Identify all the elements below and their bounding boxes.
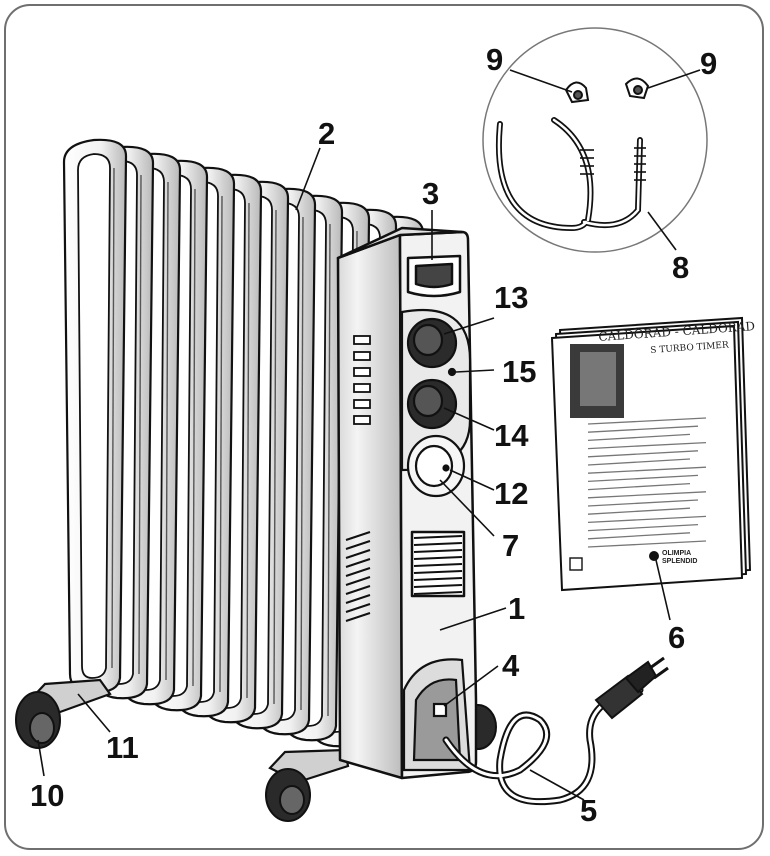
callout-9-right: 9 [700, 46, 718, 81]
vent-slat [345, 603, 371, 613]
callout-3: 3 [422, 176, 440, 211]
callout-2: 2 [318, 116, 336, 151]
indicator-slot [353, 351, 371, 361]
vent-slat [345, 585, 371, 595]
callout-11: 11 [106, 730, 139, 765]
callout-9-left: 9 [486, 42, 504, 77]
indicator-slot [353, 335, 371, 345]
callout-4: 4 [502, 648, 520, 683]
power-cord-inner [444, 688, 642, 804]
manual-line [587, 466, 707, 474]
front-vent-grill [413, 535, 463, 595]
callout-15: 15 [502, 354, 537, 389]
instruction-manual [550, 316, 752, 592]
manual-line [587, 523, 699, 532]
vent-slat [345, 567, 371, 577]
vent-slat [413, 542, 463, 546]
control-panel [400, 308, 472, 498]
manual-line [587, 441, 707, 450]
vent-slat [413, 570, 463, 574]
vent-slat [345, 531, 371, 541]
indicator-slot [353, 415, 371, 425]
vent-slat [413, 584, 463, 588]
manual-line [587, 433, 691, 442]
manual-line [587, 499, 699, 507]
vent-slat [345, 558, 371, 568]
manual-line [587, 532, 691, 540]
callout-1: 1 [508, 591, 526, 626]
hook-threads [580, 147, 646, 181]
vent-slat [413, 577, 463, 581]
manual-line [587, 458, 691, 466]
vent-slat [345, 594, 371, 604]
vent-slat [345, 540, 371, 550]
callout-8: 8 [672, 250, 690, 285]
vent-slat [345, 576, 371, 586]
manual-line [587, 491, 707, 499]
vent-slat [413, 535, 463, 539]
callout-14: 14 [494, 418, 529, 453]
manual-brand: OLIMPIA SPLENDID [662, 550, 698, 565]
side-vent-grill [345, 531, 371, 622]
manual-line [587, 482, 691, 491]
indicator-slot [353, 399, 371, 409]
diagram-frame [4, 4, 764, 850]
manual-line [587, 540, 707, 548]
fin [62, 138, 128, 694]
manual-line [587, 474, 699, 483]
wing-screws [564, 77, 650, 104]
indicator-light [447, 367, 457, 377]
callout-7: 7 [502, 528, 520, 563]
vent-slat [413, 591, 463, 595]
indicator-slot [353, 367, 371, 377]
callout-10: 10 [30, 778, 65, 813]
manual-line [587, 425, 699, 433]
manual-text-lines [587, 417, 707, 548]
vent-slat [413, 549, 463, 553]
manual-line [587, 417, 707, 425]
callout-12: 12 [494, 476, 529, 511]
manual-line [587, 450, 699, 458]
vent-slat [413, 563, 463, 567]
manual-line [587, 507, 691, 515]
callout-13: 13 [494, 280, 529, 315]
side-indicator-slots [353, 335, 371, 425]
leader-lines [37, 69, 701, 801]
manual-line [587, 515, 707, 524]
vent-slat [345, 549, 371, 559]
callout-5: 5 [580, 793, 598, 828]
indicator-slot [353, 383, 371, 393]
heater-wheels [15, 691, 497, 822]
power-plug [594, 656, 669, 720]
accessories-inset [482, 27, 708, 253]
vent-slat [345, 612, 371, 622]
vent-slat [413, 556, 463, 560]
callout-6: 6 [668, 620, 686, 655]
